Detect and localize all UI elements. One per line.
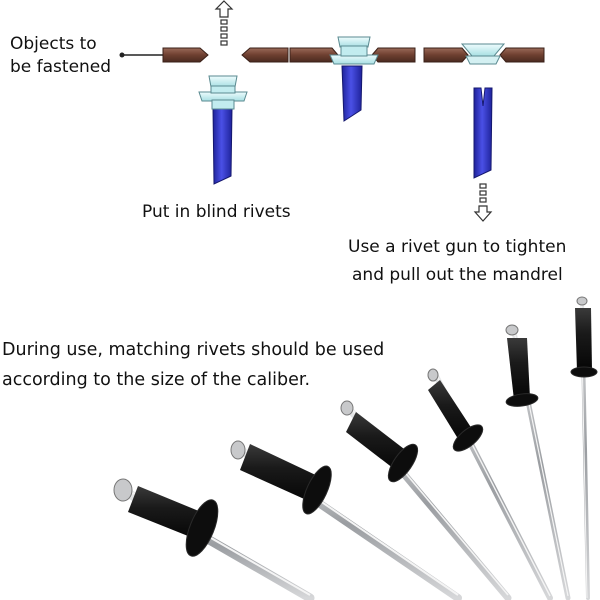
rivet-photo-1 [113,478,315,600]
set-rivet [460,43,506,65]
usage-note-line1: During use, matching rivets should be us… [2,340,385,360]
rivet-gun-label-line2: and pull out the mandrel [352,265,563,285]
rivet-set-photo [113,296,598,600]
plate-right-3 [499,47,545,63]
put-in-rivets-label: Put in blind rivets [142,202,291,222]
usage-note-line2: according to the size of the caliber. [2,370,311,390]
stage-2 [289,36,416,122]
plate-right-1 [241,47,289,63]
rivet-photo-4 [427,368,553,600]
hollow-arrow-up-icon [214,0,234,46]
blind-rivet-2 [329,36,379,122]
rivet-photo-6 [570,296,598,600]
hollow-arrow-down-icon [473,183,493,222]
leader-line [119,52,163,58]
rivet-photo-3 [340,400,512,600]
rivet-gun-label-line1: Use a rivet gun to tighten [348,237,567,257]
objects-label-line1: Objects to [10,34,97,54]
stage-3 [423,43,545,222]
objects-label: Objects to be fastened [10,33,111,79]
plate-right-2 [371,47,416,63]
plate-left-3 [423,47,469,63]
rivet-photo-5 [505,324,571,600]
pulled-mandrel [473,87,493,179]
rivet-photo-2 [230,440,462,600]
stage-1 [162,0,289,185]
objects-label-line2: be fastened [10,56,112,77]
blind-rivet-1 [198,75,248,185]
plate-left-1 [162,47,209,63]
